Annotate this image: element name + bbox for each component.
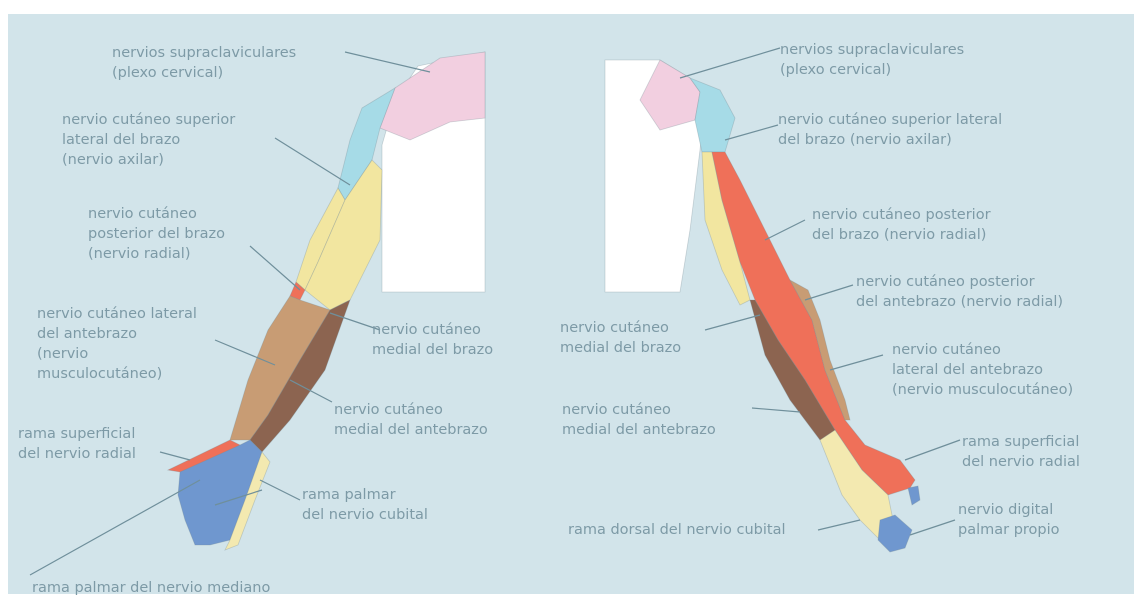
label-left-lateral-antebrachial: nervio cutáneo lateral del antebrazo (ne…: [37, 304, 257, 384]
label-right-supraclavicular: nervios supraclaviculares (plexo cervica…: [780, 40, 1050, 80]
label-right-medial-brachial: nervio cutáneo medial del brazo: [560, 318, 720, 358]
label-left-medial-antebrachial: nervio cutáneo medial del antebrazo: [334, 400, 544, 440]
label-right-posterior-antebrachial: nervio cutáneo posterior del antebrazo (…: [856, 272, 1131, 312]
right-digital-region: [878, 515, 912, 552]
label-left-medial-brachial: nervio cutáneo medial del brazo: [372, 320, 542, 360]
label-right-superficial-radial: rama superficial del nervio radial: [962, 432, 1132, 472]
label-left-posterior-brachial: nervio cutáneo posterior del brazo (nerv…: [88, 204, 278, 264]
label-right-digital-palmar: nervio digital palmar propio: [958, 500, 1128, 540]
label-right-medial-antebrachial: nervio cutáneo medial del antebrazo: [562, 400, 772, 440]
label-left-superficial-radial: rama superficial del nervio radial: [18, 424, 188, 464]
right-digital-thumb: [908, 486, 920, 505]
label-right-axillary: nervio cutáneo superior lateral del braz…: [778, 110, 1068, 150]
label-right-posterior-brachial: nervio cutáneo posterior del brazo (nerv…: [812, 205, 1072, 245]
label-left-axillary: nervio cutáneo superior lateral del braz…: [62, 110, 292, 170]
label-left-ulnar-palmar: rama palmar del nervio cubital: [302, 485, 482, 525]
label-right-lateral-antebrachial: nervio cutáneo lateral del antebrazo (ne…: [892, 340, 1132, 400]
label-left-median-palmar: rama palmar del nervio mediano: [32, 578, 352, 598]
label-left-supraclavicular: nervios supraclaviculares (plexo cervica…: [112, 43, 362, 83]
label-right-dorsal-ulnar: rama dorsal del nervio cubital: [568, 520, 838, 540]
